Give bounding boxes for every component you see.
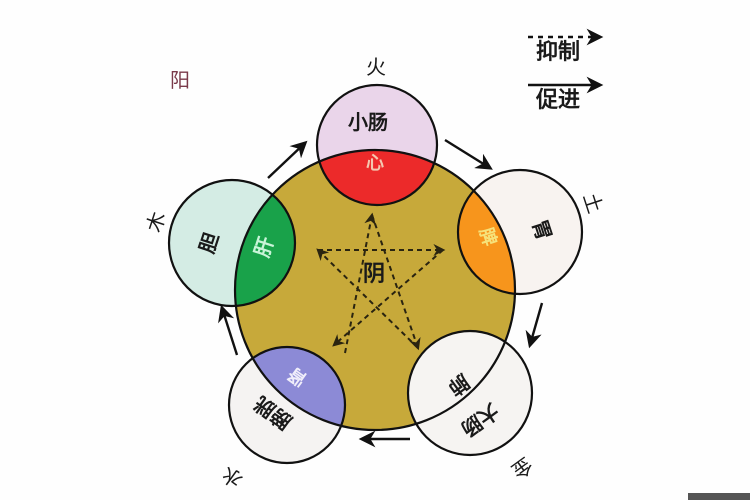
- yin-label: 阴: [363, 262, 386, 287]
- organ-small-intestine: 小肠: [348, 110, 388, 134]
- star-water-to-fire: [344, 212, 377, 354]
- star-fire-to-metal: [371, 214, 421, 351]
- restrain-star: [316, 212, 446, 354]
- organ-heart: 心: [366, 153, 384, 174]
- arrow-water-to-wood: [218, 304, 239, 356]
- corner-bar: [688, 493, 750, 500]
- promote-arrows: [218, 138, 544, 448]
- arrow-earth-to-metal: [525, 302, 544, 349]
- outlines: [167, 83, 584, 465]
- arrow-fire-to-earth: [444, 138, 493, 170]
- legend-promote-label: 促进: [536, 88, 581, 113]
- legend-restrain-label: 抑制: [536, 40, 581, 65]
- legend-graphics: [528, 28, 604, 94]
- star-earth-to-water: [332, 249, 444, 347]
- arrow-wood-to-fire: [267, 140, 308, 179]
- element-fire-label: 火: [366, 55, 386, 79]
- yang-label: 阳: [170, 68, 190, 92]
